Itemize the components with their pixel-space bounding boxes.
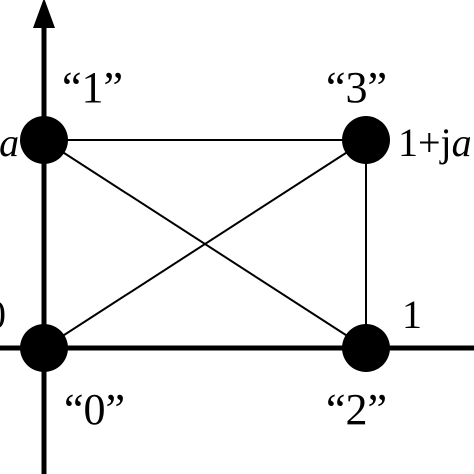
symbol-labels: “1” “3” “0” “2” bbox=[62, 63, 387, 434]
point-1 bbox=[20, 116, 68, 164]
point-3 bbox=[342, 116, 390, 164]
point-1-symbol-label: “1” bbox=[62, 63, 123, 112]
edge-0-3 bbox=[43, 139, 367, 349]
point-2-symbol-label: “2” bbox=[326, 385, 387, 434]
point-0-coord-label: 0 bbox=[0, 292, 6, 337]
point-3-symbol-label: “3” bbox=[326, 63, 387, 112]
vertical-axis-arrowhead bbox=[33, 0, 55, 28]
point-1-coord-label: ja bbox=[0, 120, 19, 165]
edges bbox=[43, 139, 367, 349]
point-0 bbox=[20, 324, 68, 372]
point-2-coord-label: 1 bbox=[402, 292, 422, 337]
point-3-coord-label: 1+ja bbox=[398, 120, 472, 165]
point-0-symbol-label: “0” bbox=[64, 385, 125, 434]
coordinate-labels: ja 1+ja 0 1 bbox=[0, 120, 472, 337]
point-2 bbox=[342, 324, 390, 372]
points bbox=[20, 116, 390, 372]
